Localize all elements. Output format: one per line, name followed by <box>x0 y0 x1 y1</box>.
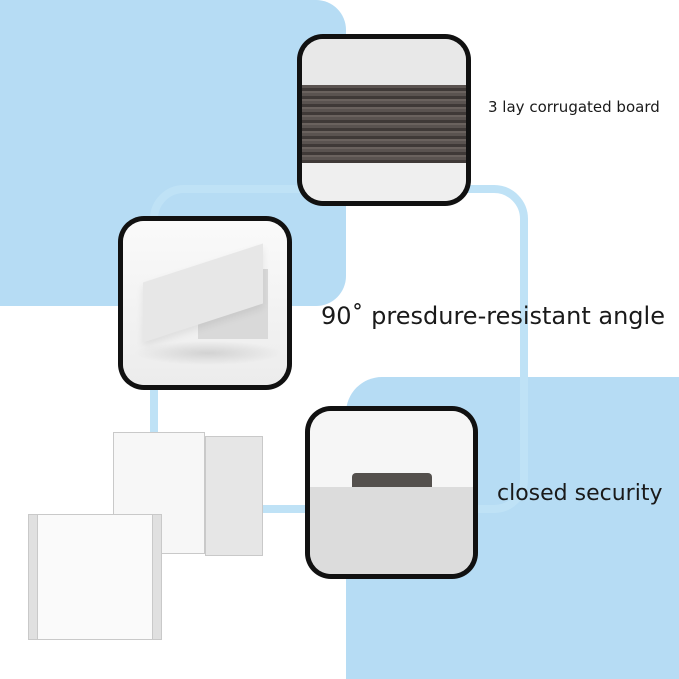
board-layers <box>302 85 466 163</box>
box-back-side <box>205 436 263 556</box>
board-bottom <box>302 163 466 201</box>
box-corner-photo <box>123 221 287 385</box>
corner-shadow <box>133 341 283 365</box>
feature-label-security: closed security <box>497 481 663 506</box>
feature-label-angle: 90˚ presdure-resistant angle <box>321 302 665 330</box>
photo-frame-closed-security <box>305 406 478 579</box>
box-front-flap-left <box>28 514 38 640</box>
security-tab <box>352 473 432 489</box>
box-front <box>28 514 162 640</box>
security-body <box>310 487 473 574</box>
closed-security-photo <box>310 411 473 574</box>
box-front-flap-right <box>152 514 162 640</box>
corrugated-board-photo <box>302 39 466 201</box>
feature-label-corrugated: 3 lay corrugated board <box>488 98 660 116</box>
photo-frame-corrugated-board <box>297 34 471 206</box>
photo-frame-box-corner <box>118 216 292 390</box>
board-top <box>302 39 466 85</box>
